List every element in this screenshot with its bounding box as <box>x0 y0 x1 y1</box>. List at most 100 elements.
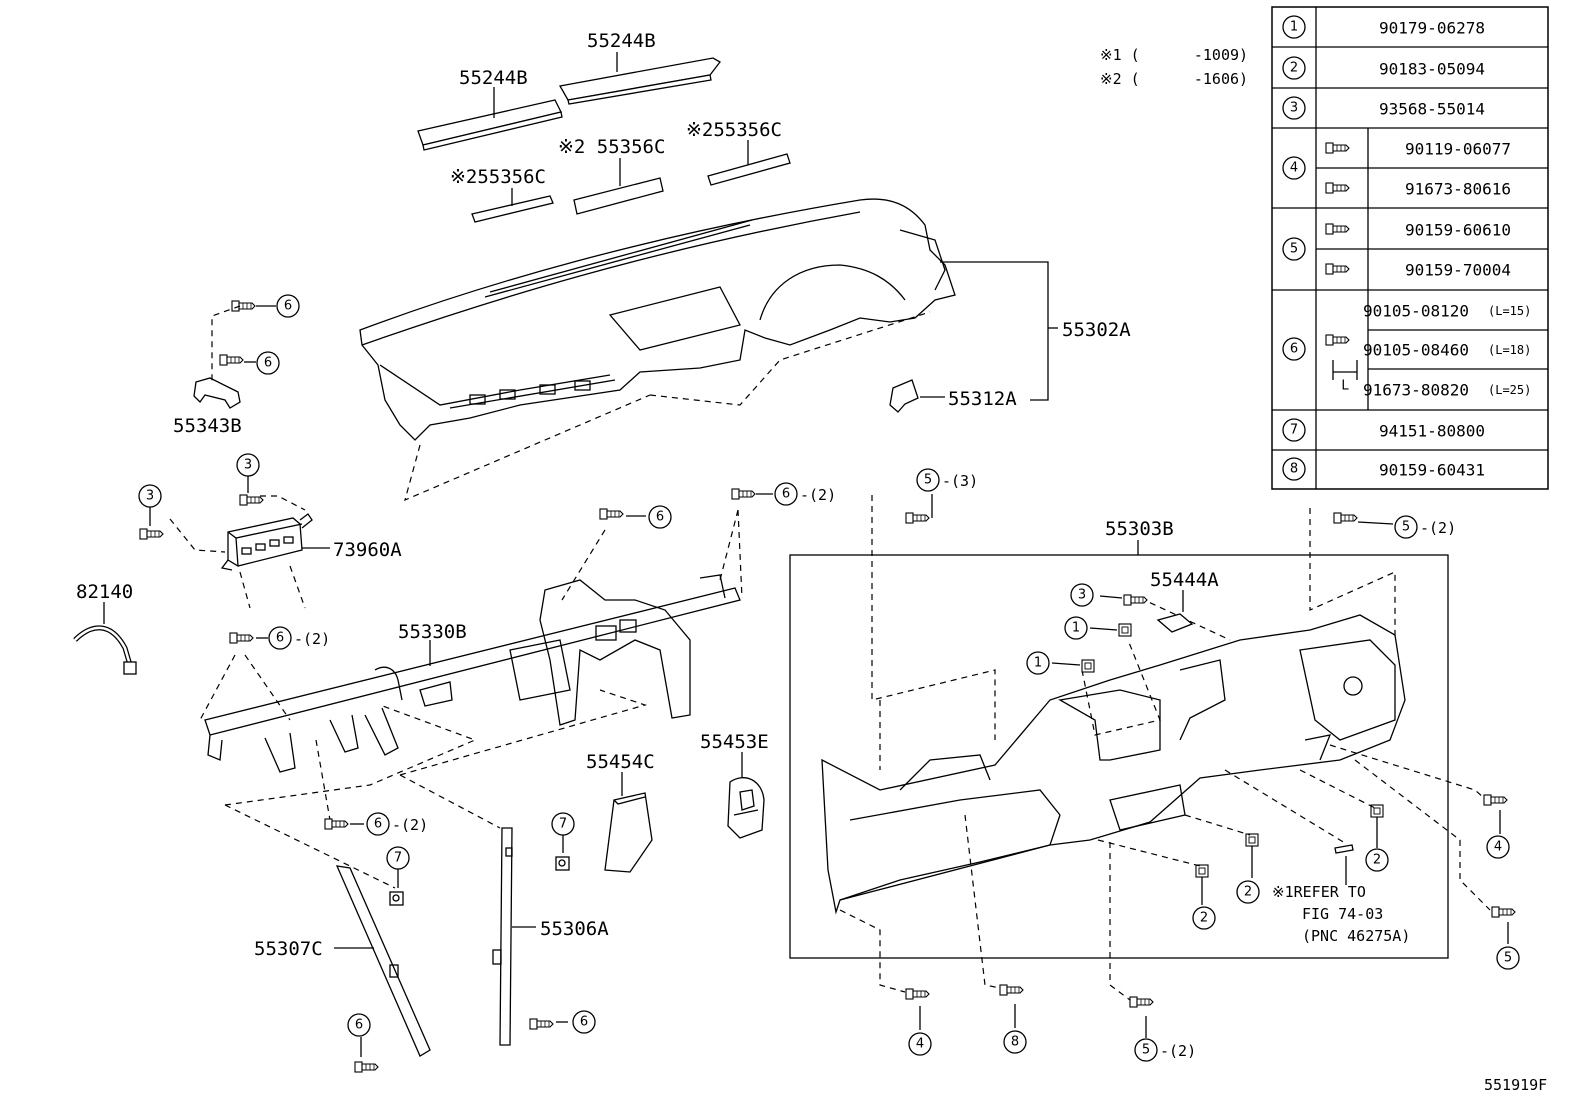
dashed-73960A-top <box>260 495 306 511</box>
pad-55454C <box>604 792 653 873</box>
dashed-bolt-4a <box>839 909 906 993</box>
nut-7-icon <box>555 856 570 871</box>
bolt-icon <box>1325 223 1350 235</box>
callout-4: 4 <box>1486 835 1510 859</box>
table-row-8: 8 90159-60431 <box>1282 457 1485 481</box>
label-82140: 82140 <box>76 581 133 603</box>
callout-6: 6 <box>347 1013 371 1037</box>
leader-55302A <box>940 261 1049 401</box>
dashed-bolt-4b <box>1329 744 1485 799</box>
dashed-clip-2b <box>1299 769 1376 809</box>
bolt-icon <box>529 1018 554 1030</box>
label-55244B-left: 55244B <box>459 67 528 89</box>
dashed-55330B-right-a <box>719 509 739 581</box>
callout-6: 6 <box>648 505 672 529</box>
dashed-73960A-bottom-l <box>239 571 251 609</box>
label-55312A: 55312A <box>948 388 1017 410</box>
svg-text:6: 6 <box>580 1015 588 1030</box>
callout-1: 1 <box>1064 616 1088 640</box>
refer-note-line1: ※1REFER TO <box>1272 883 1366 901</box>
svg-text:3: 3 <box>244 458 252 473</box>
dashed-panel-right <box>649 311 931 406</box>
pad-55244B-left <box>417 99 563 151</box>
svg-text:6: 6 <box>284 299 292 314</box>
svg-text:2: 2 <box>1200 911 1208 926</box>
bracket-55312A <box>889 379 919 413</box>
dashed-refer <box>1224 769 1346 844</box>
svg-text:7: 7 <box>394 851 402 866</box>
bolt-icon <box>1123 594 1148 606</box>
svg-text:6: 6 <box>276 631 284 646</box>
callout-6: 6 <box>572 1010 596 1034</box>
label-55356C-c: ※255356C <box>686 119 782 141</box>
callout-2: 2 <box>1365 848 1389 872</box>
label-55244B-top: 55244B <box>587 30 656 52</box>
dashed-55303B-left <box>871 495 996 740</box>
svg-text:4: 4 <box>916 1037 924 1052</box>
label-55444A: 55444A <box>1150 569 1219 591</box>
svg-text:3: 3 <box>1290 101 1298 116</box>
callout-6: 6 <box>268 626 292 650</box>
dashed-55330B-left-b <box>244 654 291 721</box>
callout-qty: -(2) <box>800 486 836 504</box>
callout-5: 5 <box>1394 515 1418 539</box>
svg-text:5: 5 <box>1290 242 1298 257</box>
brace-55306A <box>492 827 513 1046</box>
airbag-73960A <box>220 513 313 571</box>
bolt-icon <box>239 494 264 506</box>
bolt-icon <box>229 632 254 644</box>
bolt-icon <box>1129 996 1154 1008</box>
lower-panel-55303B <box>821 614 1406 915</box>
bolt-icon <box>219 354 244 366</box>
svg-text:6: 6 <box>374 817 382 832</box>
label-55306A: 55306A <box>540 918 609 940</box>
svg-text:4: 4 <box>1494 840 1502 855</box>
part-number: 90159-60610 <box>1405 221 1511 240</box>
dashed-bolt-5c <box>1354 759 1491 911</box>
svg-text:5: 5 <box>1402 520 1410 535</box>
bolt-icon <box>231 300 256 312</box>
part-number: 91673-80820 <box>1363 381 1469 400</box>
part-number: 90183-05094 <box>1379 60 1485 79</box>
callout-5: 5 <box>1134 1038 1158 1062</box>
callout-qty: -(2) <box>392 816 428 834</box>
callout-5: 5 <box>1496 946 1520 970</box>
lower-panel-box <box>789 554 1449 959</box>
part-number: 91673-80616 <box>1405 180 1511 199</box>
callout-2: 2 <box>1192 906 1216 930</box>
bolt-icon <box>905 988 930 1000</box>
bolt-icon <box>1325 142 1350 154</box>
callout-3: 3 <box>1070 583 1094 607</box>
callout-8: 8 <box>1003 1030 1027 1054</box>
figure-id: 551919F <box>1484 1076 1547 1094</box>
svg-text:5: 5 <box>924 473 932 488</box>
label-55454C: 55454C <box>586 751 655 773</box>
part-number: 93568-55014 <box>1379 100 1485 119</box>
dashed-55330B-bottom-left <box>224 704 477 806</box>
svg-text:3: 3 <box>146 489 154 504</box>
table-row-4: 4 90119-06077 91673-80616 <box>1282 140 1511 199</box>
strip-55356C-b <box>573 177 664 215</box>
bolt-icon <box>1491 906 1516 918</box>
part-number: 90119-06077 <box>1405 140 1511 159</box>
bolt-icon <box>324 818 349 830</box>
label-55343B: 55343B <box>173 415 242 437</box>
refer-note-line2: FIG 74-03 <box>1302 905 1383 923</box>
svg-text:6: 6 <box>656 510 664 525</box>
label-55307C: 55307C <box>254 938 323 960</box>
callout-qty: -(2) <box>1420 519 1456 537</box>
callout-3: 3 <box>138 484 162 508</box>
callout-5: 5 <box>916 468 940 492</box>
bolt-icon <box>731 488 756 500</box>
svg-text:2: 2 <box>1290 61 1298 76</box>
svg-text:6: 6 <box>355 1018 363 1033</box>
strip-55356C-c <box>707 153 791 186</box>
svg-text:1: 1 <box>1290 20 1298 35</box>
svg-text:3: 3 <box>1078 588 1086 603</box>
dashed-55306A-top <box>399 774 501 829</box>
dashed-55330B-bottom-right <box>399 689 648 776</box>
bolt-icon <box>354 1061 379 1073</box>
refer-note-line3: (PNC 46275A) <box>1302 927 1410 945</box>
bolt-icon <box>1325 182 1350 194</box>
